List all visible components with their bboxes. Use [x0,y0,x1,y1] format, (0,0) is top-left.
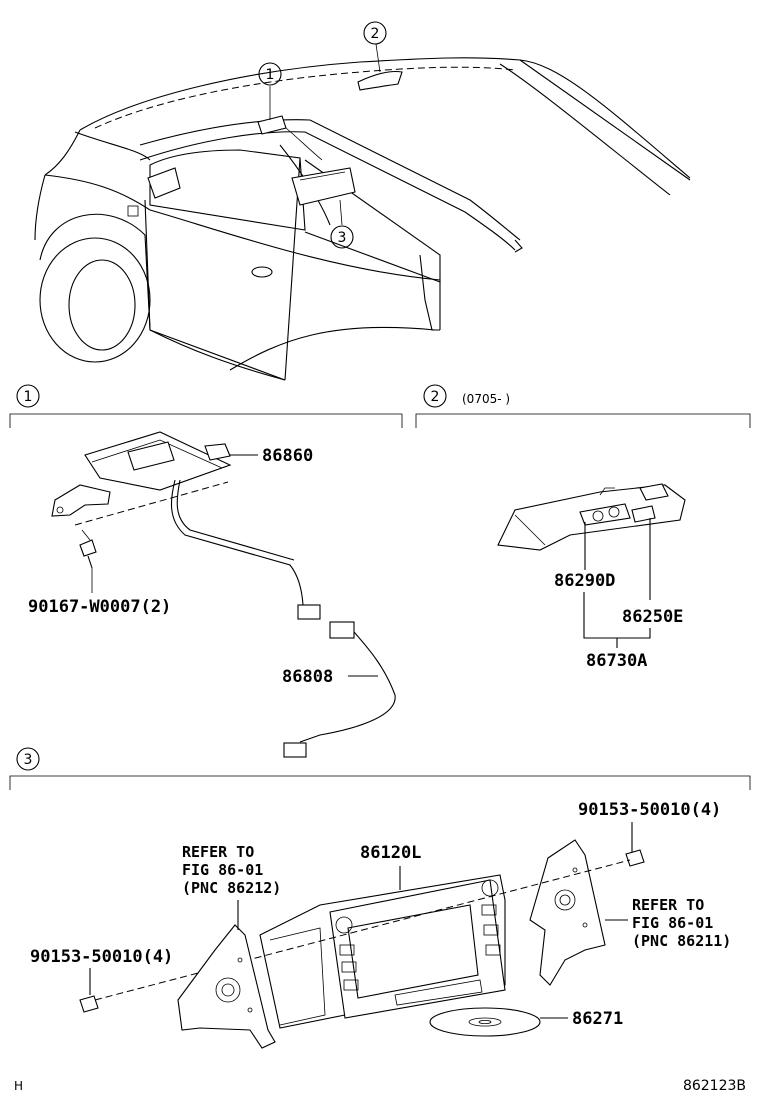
section-1-bracket [9,413,403,428]
section-2: 2 (0705- ) 86290D 86250E 86730A [415,384,751,671]
label-86808: 86808 [282,667,333,687]
callout-1-car: 1 [266,67,275,83]
label-90153-left: 90153-50010(4) [30,947,173,967]
section-3-bracket [9,775,751,790]
refer-right-line1: REFER TO [632,896,704,914]
refer-left-line1: REFER TO [182,843,254,861]
label-86271: 86271 [572,1009,623,1029]
section-1-callout: 1 [24,389,33,405]
label-86250E: 86250E [622,607,683,627]
callout-3-car: 3 [338,230,347,246]
refer-right-line3: (PNC 86211) [632,932,731,950]
diagram-code: 862123B [683,1078,746,1094]
section-2-bracket [415,413,751,428]
label-90153-right: 90153-50010(4) [578,800,721,820]
label-86860: 86860 [262,446,313,466]
section-2-range: (0705- ) [462,392,510,406]
section-3-callout: 3 [24,752,33,768]
section-3: 3 90153-50010(4) REFER TO FIG 86-01 (PNC… [9,747,751,1049]
callout-2-car: 2 [371,26,380,42]
label-86120L: 86120L [360,843,421,863]
footer-left-code: H [14,1079,23,1093]
refer-right-line2: FIG 86-01 [632,914,713,932]
label-86290D: 86290D [554,571,615,591]
car-overview: 1 2 3 [34,21,691,381]
label-86730A: 86730A [586,651,647,671]
refer-left-line2: FIG 86-01 [182,861,263,879]
section-1: 1 86860 90167-W0007(2) 86808 [9,384,403,758]
refer-left-line3: (PNC 86212) [182,879,281,897]
label-90167: 90167-W0007(2) [28,597,171,617]
section-2-callout: 2 [431,389,440,405]
